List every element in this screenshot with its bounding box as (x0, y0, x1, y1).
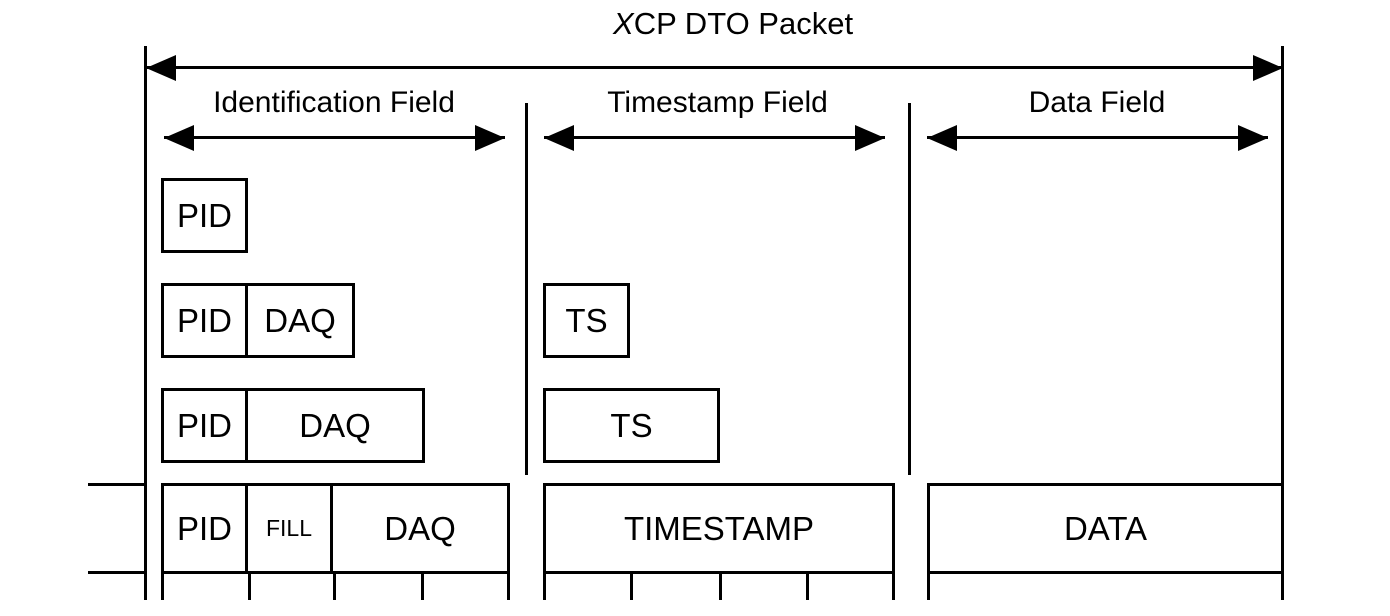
byte-tick (719, 574, 722, 600)
row-2-cell-daq: DAQ (248, 283, 355, 358)
packet-span-arrow (146, 55, 1283, 81)
row-4-cell-daq-label: DAQ (384, 510, 456, 547)
identification-timestamp-divider (525, 103, 528, 475)
row-2-cell-pid-label: PID (176, 302, 232, 339)
row-4-cell-pid-label: PID (176, 510, 232, 547)
row-3-cell-pid-label: PID (176, 407, 232, 444)
byte-tick (161, 574, 164, 600)
byte-tick (543, 574, 546, 600)
identification-field-arrow-head-right (475, 125, 505, 151)
byte-tick (806, 574, 809, 600)
row-4-left-truncation-top (88, 483, 146, 486)
row-3-cell-ts: TS (543, 388, 720, 463)
row-4-cell-daq: DAQ (333, 483, 510, 574)
data-field-arrow-head-left (927, 125, 957, 151)
row-4-cell-fill-label: FILL (265, 515, 313, 541)
title-prefix: X (613, 6, 634, 41)
row-4-cell-fill: FILL (248, 483, 333, 574)
byte-tick (927, 574, 930, 600)
row-2-cell-ts: TS (543, 283, 630, 358)
packet-left-boundary (144, 46, 147, 600)
identification-field-arrow-shaft (164, 136, 505, 139)
byte-tick (507, 574, 510, 600)
timestamp-field-arrow-shaft (544, 136, 885, 139)
row-4-cell-data: DATA (927, 483, 1284, 574)
row-3-cell-ts-label: TS (610, 407, 653, 444)
row-4-cell-timestamp-label: TIMESTAMP (623, 510, 815, 547)
packet-right-boundary (1281, 46, 1284, 600)
row-4-cell-data-label: DATA (1063, 510, 1148, 547)
row-4-cell-timestamp: TIMESTAMP (543, 483, 895, 574)
packet-span-arrow-shaft (146, 66, 1283, 69)
identification-field-label: Identification Field (213, 86, 455, 119)
identification-field-arrow (164, 125, 505, 151)
row-3-cell-daq: DAQ (248, 388, 425, 463)
data-field-arrow-shaft (927, 136, 1268, 139)
row-4-cell-pid: PID (161, 483, 248, 574)
packet-span-arrow-head-right (1253, 55, 1283, 81)
title-rest: CP DTO Packet (633, 6, 854, 41)
timestamp-data-divider (908, 103, 911, 475)
row-2-cell-daq-label: DAQ (264, 302, 336, 339)
row-3-cell-pid: PID (161, 388, 248, 463)
row-2-cell-ts-label: TS (565, 302, 608, 339)
data-field-arrow-head-right (1238, 125, 1268, 151)
timestamp-field-label: Timestamp Field (607, 86, 828, 119)
row-1-cell-pid-label: PID (176, 197, 232, 234)
row-3-cell-daq-label: DAQ (299, 407, 371, 444)
row-2-cell-pid: PID (161, 283, 248, 358)
byte-tick (248, 574, 251, 600)
byte-tick (630, 574, 633, 600)
timestamp-field-arrow (544, 125, 885, 151)
data-field-arrow (927, 125, 1268, 151)
identification-field-arrow-head-left (164, 125, 194, 151)
timestamp-field-arrow-head-left (544, 125, 574, 151)
packet-span-arrow-head-left (146, 55, 176, 81)
timestamp-field-arrow-head-right (855, 125, 885, 151)
page-title: XCP DTO Packet (613, 8, 853, 39)
data-field-label: Data Field (1028, 86, 1166, 119)
byte-tick (421, 574, 424, 600)
byte-tick (333, 574, 336, 600)
row-4-left-truncation-bottom (88, 571, 146, 574)
byte-tick (892, 574, 895, 600)
row-1-cell-pid: PID (161, 178, 248, 253)
